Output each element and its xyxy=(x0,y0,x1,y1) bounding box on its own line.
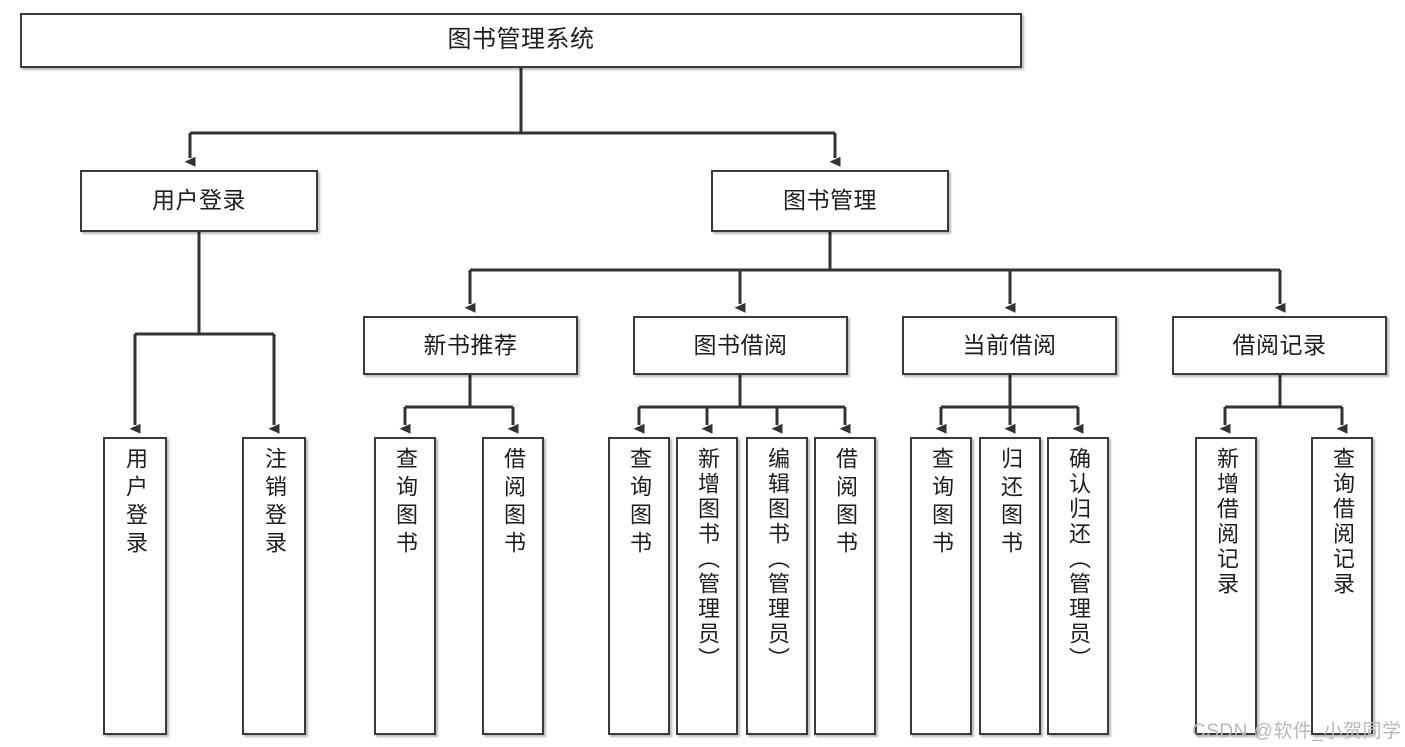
leaf-add-borrow-record[interactable]: 新增借阅记录 xyxy=(1195,437,1257,735)
node-root-label: 图书管理系统 xyxy=(447,26,595,54)
leaf-query-book-borrow-label: 查询图书 xyxy=(627,447,652,559)
leaf-return-book-label: 归还图书 xyxy=(998,447,1023,559)
leaf-edit-book-admin-label: 编辑图书（管理员） xyxy=(765,447,790,672)
leaf-query-book-current-label: 查询图书 xyxy=(929,447,954,559)
leaf-borrow-book[interactable]: 借阅图书 xyxy=(814,437,876,735)
leaf-user-logout[interactable]: 注销登录 xyxy=(242,437,306,735)
leaf-query-borrow-record[interactable]: 查询借阅记录 xyxy=(1311,437,1373,735)
leaf-query-book-borrow[interactable]: 查询图书 xyxy=(608,437,670,735)
leaf-borrow-book-recommend-label: 借阅图书 xyxy=(501,447,526,559)
leaf-confirm-return-admin-label: 确认归还（管理员） xyxy=(1066,447,1091,672)
node-book-management-label: 图书管理 xyxy=(783,187,877,214)
leaf-user-login[interactable]: 用户登录 xyxy=(103,437,167,735)
leaf-add-book-admin-label: 新增图书（管理员） xyxy=(695,447,720,672)
leaf-add-borrow-record-label: 新增借阅记录 xyxy=(1214,447,1239,597)
node-book-borrow[interactable]: 图书借阅 xyxy=(633,316,848,375)
node-new-book-recommend-label: 新书推荐 xyxy=(423,331,518,358)
node-book-borrow-label: 图书借阅 xyxy=(693,331,788,358)
node-current-borrow[interactable]: 当前借阅 xyxy=(902,316,1117,375)
leaf-borrow-book-recommend[interactable]: 借阅图书 xyxy=(482,437,544,735)
leaf-return-book[interactable]: 归还图书 xyxy=(979,437,1041,735)
node-borrow-record-label: 借阅记录 xyxy=(1232,331,1327,358)
leaf-add-book-admin[interactable]: 新增图书（管理员） xyxy=(676,437,738,735)
leaf-edit-book-admin[interactable]: 编辑图书（管理员） xyxy=(746,437,808,735)
node-current-borrow-label: 当前借阅 xyxy=(962,331,1057,358)
node-new-book-recommend[interactable]: 新书推荐 xyxy=(363,316,578,375)
leaf-borrow-book-label: 借阅图书 xyxy=(833,447,858,559)
node-root[interactable]: 图书管理系统 xyxy=(20,13,1022,68)
node-user-login-label: 用户登录 xyxy=(152,187,246,214)
node-user-login[interactable]: 用户登录 xyxy=(80,170,318,232)
leaf-user-login-label: 用户登录 xyxy=(123,447,148,559)
leaf-query-book-recommend[interactable]: 查询图书 xyxy=(374,437,436,735)
leaf-query-book-recommend-label: 查询图书 xyxy=(393,447,418,559)
leaf-query-book-current[interactable]: 查询图书 xyxy=(910,437,972,735)
leaf-query-borrow-record-label: 查询借阅记录 xyxy=(1330,447,1355,597)
leaf-user-logout-label: 注销登录 xyxy=(262,447,287,559)
node-book-management[interactable]: 图书管理 xyxy=(711,170,949,232)
csdn-watermark: CSDN @软件_小贺同学 xyxy=(1192,721,1402,742)
node-borrow-record[interactable]: 借阅记录 xyxy=(1172,316,1387,375)
leaf-confirm-return-admin[interactable]: 确认归还（管理员） xyxy=(1047,437,1109,735)
